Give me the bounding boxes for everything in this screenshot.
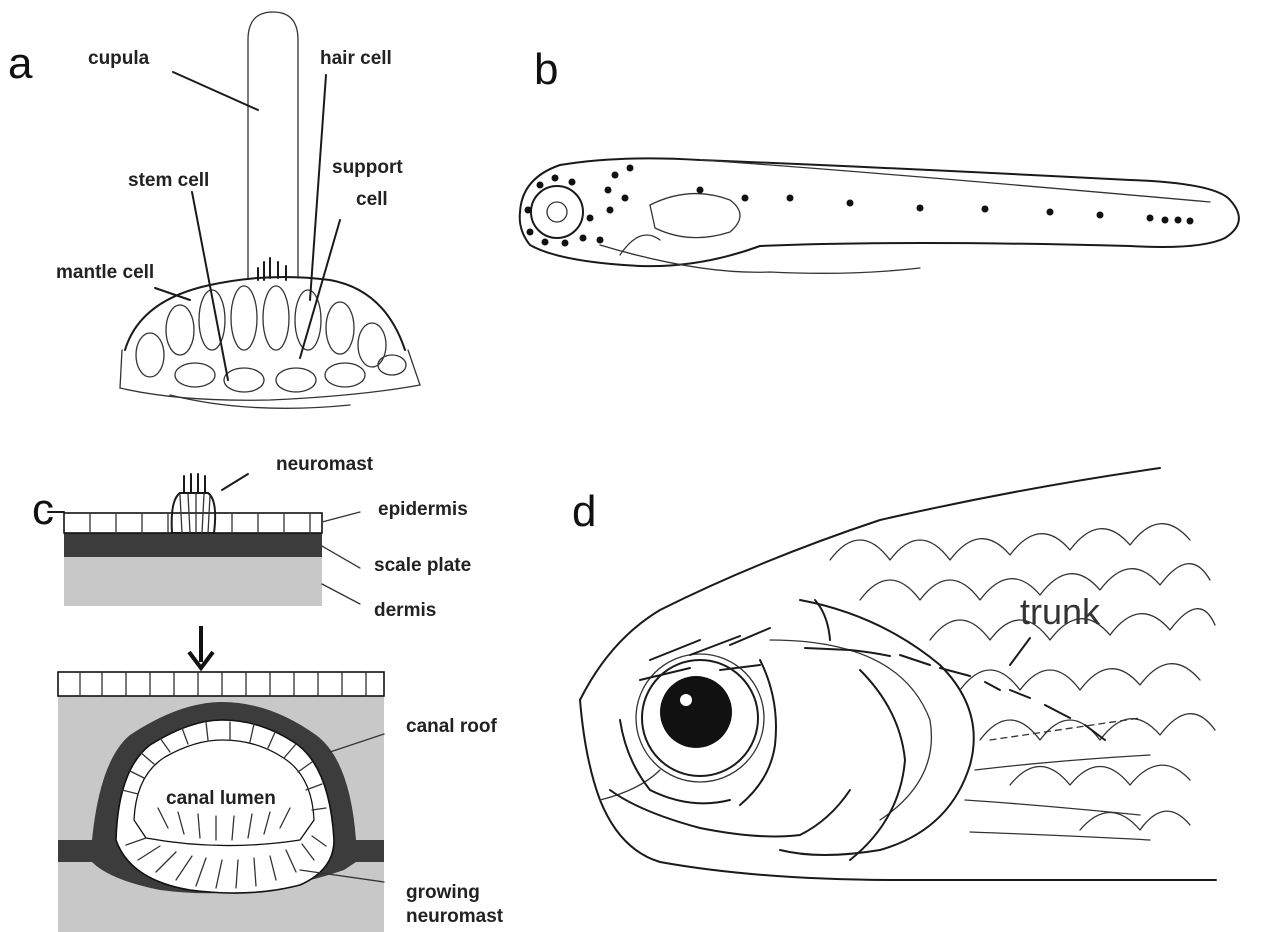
leader-dermis [322,584,360,604]
larva-outline [520,158,1239,273]
label-scale-plate: scale plate [374,555,471,576]
fish-eye [636,654,764,782]
label-mantle-cell: mantle cell [56,262,154,283]
leader-scale-plate [322,546,360,568]
cupula-shape [248,12,298,278]
leader-trunk [1010,638,1030,665]
neuromast-dots [525,165,1194,247]
superficial-schematic [48,474,322,606]
panel-letter-d: d [572,487,596,536]
label-growing-neuromast-line2: neuromast [406,906,504,927]
panel-c: c neuromast epidermis scale plate dermis [32,454,504,932]
label-support-cell-line1: support [332,157,403,178]
panel-letter-b: b [534,45,558,94]
canal-epidermis [58,672,384,696]
panel-d: d [572,468,1216,880]
label-epidermis: epidermis [378,499,468,520]
label-stem-cell: stem cell [128,170,209,191]
leader-support-cell [300,220,340,358]
leader-neuromast [222,474,248,490]
leader-stem-cell [192,192,228,380]
fish-scales [830,524,1215,830]
leader-cupula [173,72,258,110]
panel-letter-a: a [8,39,33,88]
label-hair-cell: hair cell [320,48,392,69]
label-trunk: trunk [1020,591,1101,632]
panel-letter-c: c [32,485,54,534]
fish-head-outline [580,468,1216,880]
larva-eye [531,186,583,238]
transition-arrow [189,626,213,668]
panel-a: a [8,12,420,408]
label-growing-neuromast-line1: growing [406,882,480,903]
panel-b: b [520,45,1239,273]
neuromast-dome [120,258,420,408]
leader-hair-cell [310,75,326,300]
label-canal-roof: canal roof [406,716,497,737]
epidermis-layer [64,513,322,533]
leader-epidermis [322,512,360,522]
scale-plate-layer [64,533,322,557]
label-support-cell-line2: cell [356,189,388,210]
label-canal-lumen: canal lumen [166,788,276,809]
label-cupula: cupula [88,48,150,69]
label-neuromast: neuromast [276,454,374,475]
dermis-layer [64,557,322,606]
label-dermis: dermis [374,600,436,621]
